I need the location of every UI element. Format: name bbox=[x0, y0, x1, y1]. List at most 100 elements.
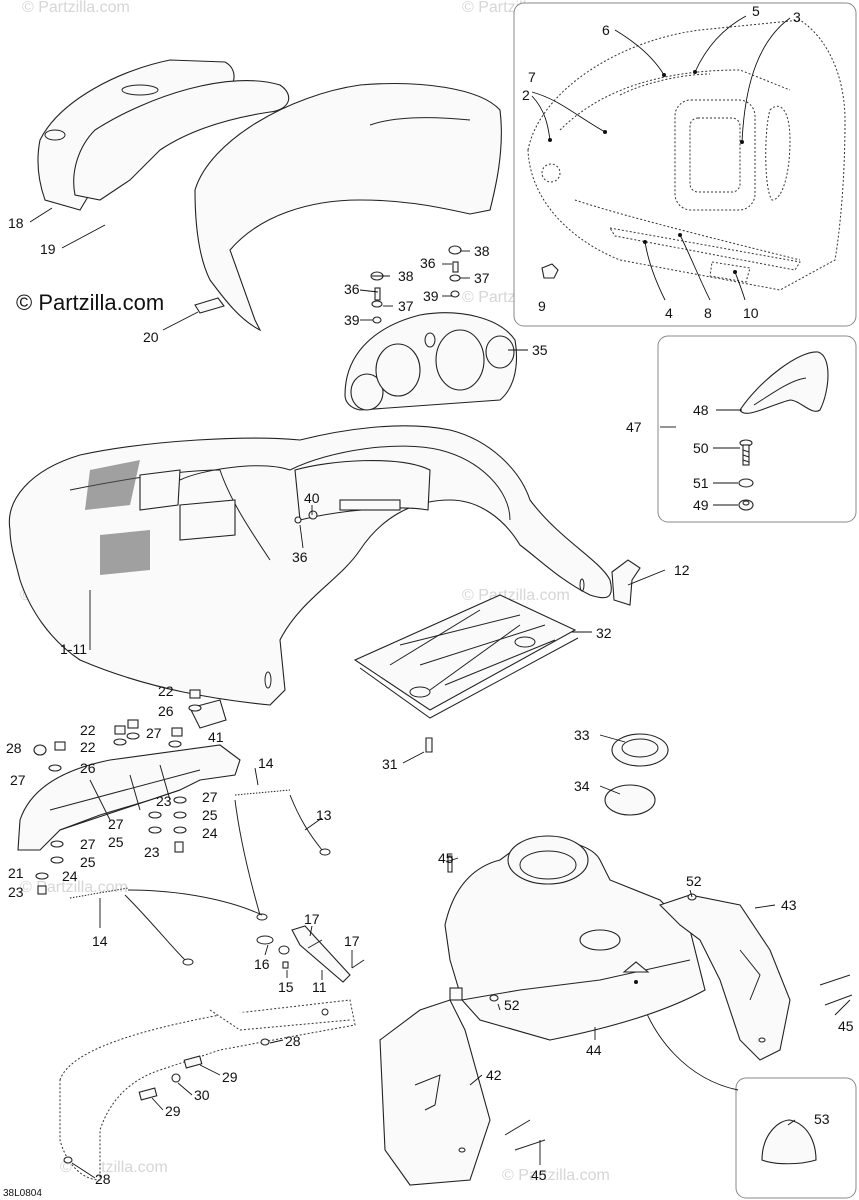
callout-37: 37 bbox=[474, 270, 490, 286]
callout-36: 36 bbox=[292, 549, 308, 565]
callout-44: 44 bbox=[586, 1042, 602, 1058]
rivets-45 bbox=[447, 855, 853, 1151]
callout-19: 19 bbox=[40, 241, 56, 257]
callout-29: 29 bbox=[165, 1103, 181, 1119]
callout-24: 24 bbox=[62, 868, 78, 884]
callout-27: 27 bbox=[146, 725, 162, 741]
callout-15: 15 bbox=[278, 979, 294, 995]
callout-41: 41 bbox=[208, 729, 224, 745]
callout-48: 48 bbox=[693, 402, 709, 418]
air-box-44 bbox=[444, 835, 706, 1041]
callout-28: 28 bbox=[285, 1033, 301, 1049]
callout-24: 24 bbox=[202, 825, 218, 841]
callout-5: 5 bbox=[752, 3, 760, 19]
hardware-22-27-stacks bbox=[33, 689, 202, 895]
callout-4: 4 bbox=[665, 305, 673, 321]
spring-cable-upper bbox=[234, 789, 331, 921]
decal-clip-9 bbox=[541, 263, 559, 279]
callout-labels: 18 19 20 1-11 38 36 37 39 38 36 37 39 35… bbox=[6, 3, 854, 1187]
callout-39: 39 bbox=[423, 288, 439, 304]
bracket-12 bbox=[611, 559, 641, 606]
foam-layer-19 bbox=[73, 80, 290, 201]
callout-27: 27 bbox=[10, 772, 26, 788]
callout-16: 16 bbox=[254, 956, 270, 972]
seal-33 bbox=[611, 733, 669, 767]
hood-liner bbox=[194, 83, 502, 332]
support-bracket-21 bbox=[17, 699, 241, 851]
ring-34 bbox=[604, 784, 656, 816]
duct-43 bbox=[658, 894, 791, 1061]
hood-assembly-1-11 bbox=[8, 425, 612, 706]
spring-cable-lower bbox=[69, 887, 263, 966]
lower-bumper bbox=[59, 999, 356, 1181]
release-lever bbox=[256, 925, 365, 983]
callout-47: 47 bbox=[626, 419, 642, 435]
callout-22: 22 bbox=[158, 683, 174, 699]
callout-27: 27 bbox=[80, 836, 96, 852]
callout-25: 25 bbox=[108, 834, 124, 850]
callout-51: 51 bbox=[693, 475, 709, 491]
callout-50: 50 bbox=[693, 440, 709, 456]
callout-52: 52 bbox=[686, 873, 702, 889]
callout-35: 35 bbox=[532, 342, 548, 358]
watermark: © Partzilla.com bbox=[462, 587, 570, 604]
callout-1-11: 1-11 bbox=[60, 641, 87, 657]
screw-31 bbox=[425, 737, 433, 753]
callout-25: 25 bbox=[80, 854, 96, 870]
callout-20: 20 bbox=[143, 329, 159, 345]
callout-7: 7 bbox=[528, 69, 536, 85]
callout-21: 21 bbox=[8, 865, 24, 881]
callout-27: 27 bbox=[108, 816, 124, 832]
callout-34: 34 bbox=[574, 778, 590, 794]
drawing-code: 38L0804 bbox=[3, 1188, 42, 1199]
callout-17: 17 bbox=[344, 933, 360, 949]
callout-45: 45 bbox=[531, 1167, 547, 1183]
callout-8: 8 bbox=[704, 305, 712, 321]
callout-28: 28 bbox=[95, 1171, 111, 1187]
callout-37: 37 bbox=[398, 298, 414, 314]
callout-36: 36 bbox=[344, 281, 360, 297]
callout-31: 31 bbox=[382, 756, 398, 772]
washer-51 bbox=[738, 478, 754, 488]
callout-33: 33 bbox=[574, 727, 590, 743]
callout-27: 27 bbox=[202, 789, 218, 805]
leader-lines bbox=[29, 15, 851, 1179]
callout-14: 14 bbox=[92, 933, 108, 949]
watermark: © Partzilla.com bbox=[22, 0, 130, 16]
callout-29: 29 bbox=[222, 1069, 238, 1085]
callout-17: 17 bbox=[304, 911, 320, 927]
callout-12: 12 bbox=[674, 562, 690, 578]
callout-3: 3 bbox=[793, 9, 801, 25]
callout-40: 40 bbox=[304, 490, 320, 506]
nut-49 bbox=[738, 499, 754, 511]
callout-23: 23 bbox=[8, 884, 24, 900]
callout-2: 2 bbox=[522, 87, 530, 103]
callout-45: 45 bbox=[438, 850, 454, 866]
callout-25: 25 bbox=[202, 807, 218, 823]
callout-6: 6 bbox=[602, 22, 610, 38]
callout-22: 22 bbox=[80, 739, 96, 755]
callout-22: 22 bbox=[80, 722, 96, 738]
tray-32 bbox=[353, 594, 579, 719]
callout-52: 52 bbox=[504, 997, 520, 1013]
callout-38: 38 bbox=[474, 243, 490, 259]
callout-23: 23 bbox=[144, 844, 160, 860]
callout-10: 10 bbox=[743, 305, 759, 321]
cap-53 bbox=[761, 1119, 817, 1165]
callout-9: 9 bbox=[538, 298, 546, 314]
callout-39: 39 bbox=[344, 312, 360, 328]
callout-42: 42 bbox=[486, 1067, 502, 1083]
callout-26: 26 bbox=[80, 760, 96, 776]
hardware-stack-left bbox=[370, 271, 384, 324]
callout-14: 14 bbox=[258, 755, 274, 771]
callout-53: 53 bbox=[814, 1111, 830, 1127]
callout-11: 11 bbox=[312, 979, 327, 995]
callout-18: 18 bbox=[8, 215, 24, 231]
callout-32: 32 bbox=[596, 625, 612, 641]
callout-43: 43 bbox=[781, 897, 797, 913]
hardware-stack-right bbox=[448, 245, 462, 298]
clip-20 bbox=[194, 297, 225, 314]
brand-watermark: © Partzilla.com bbox=[16, 290, 164, 315]
watermark: © Partzilla.com bbox=[20, 879, 128, 896]
callout-26: 26 bbox=[158, 703, 174, 719]
